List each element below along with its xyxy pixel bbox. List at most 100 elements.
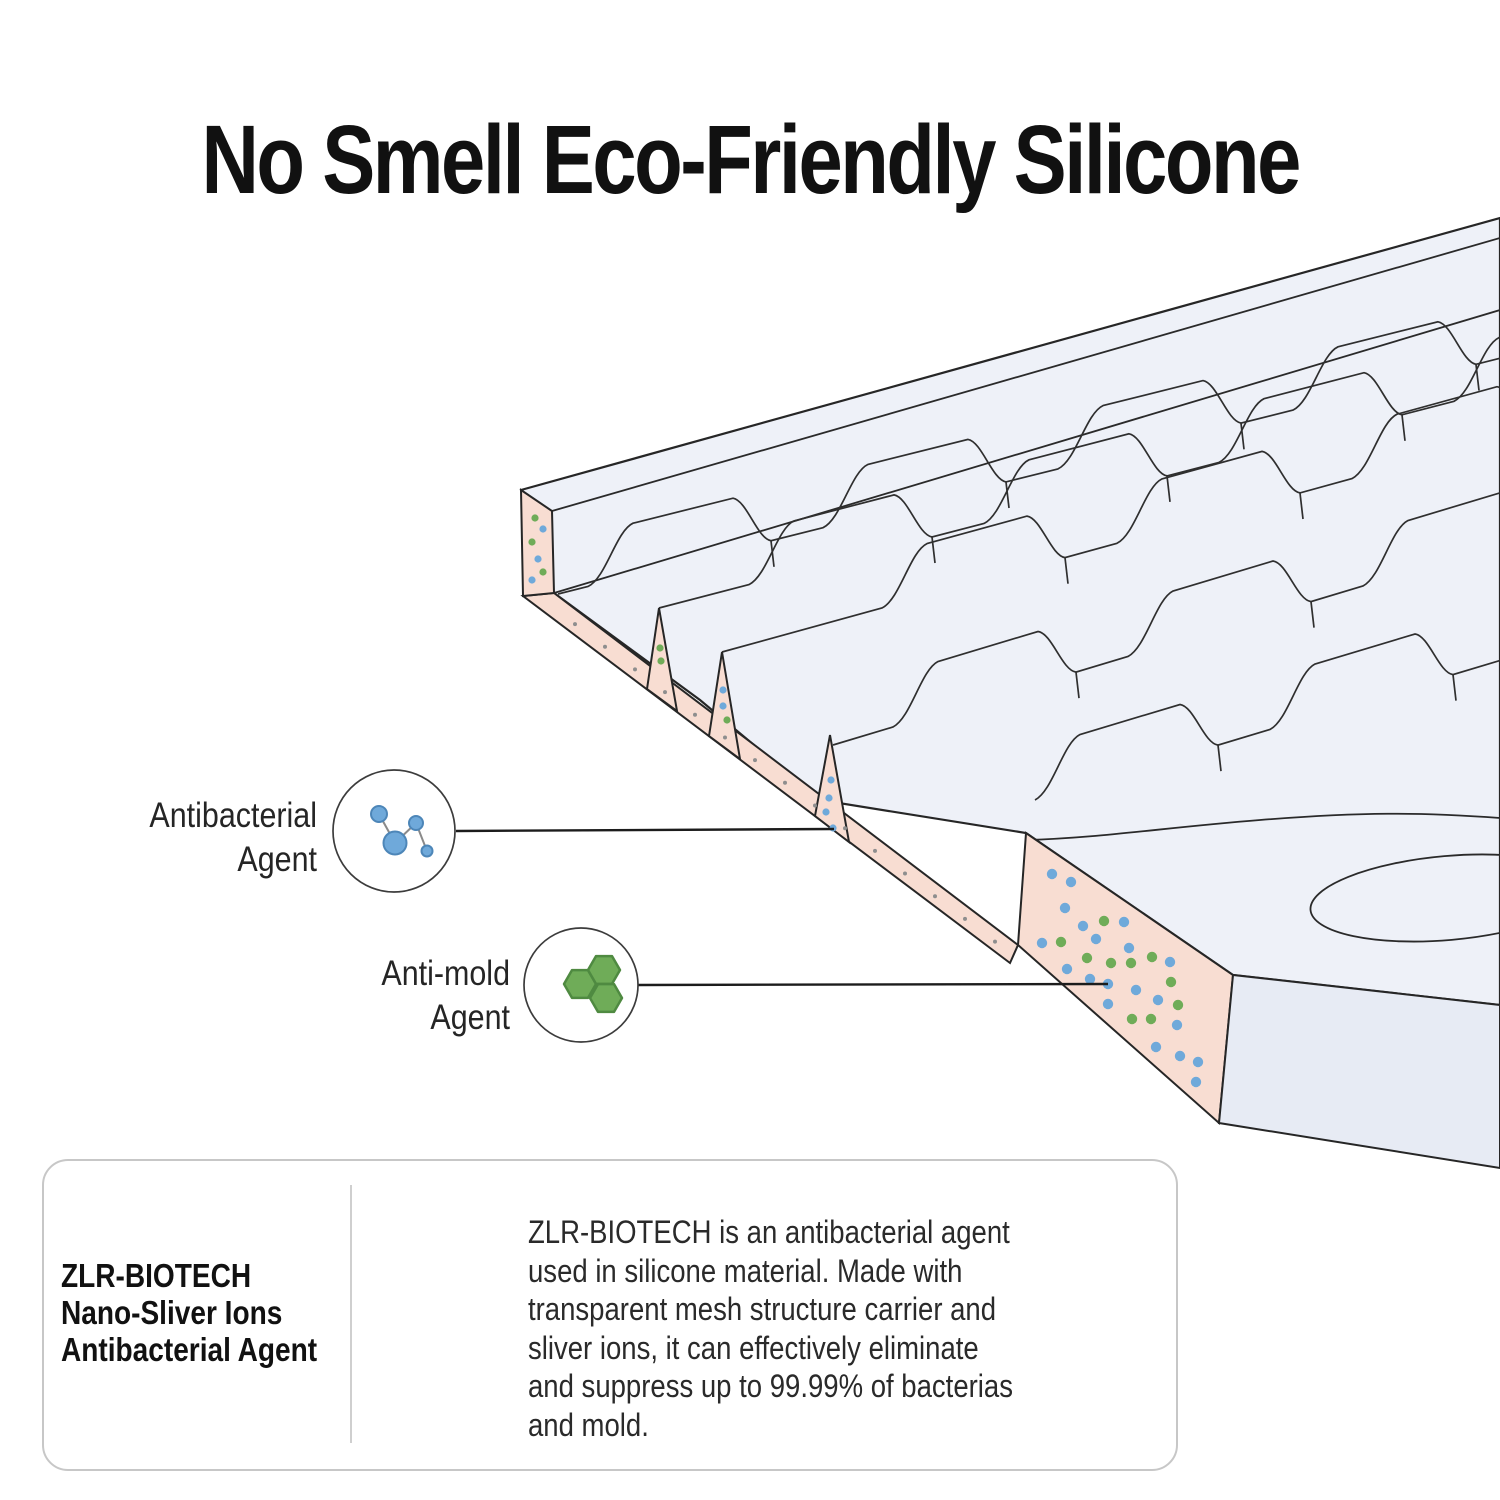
agent-particle: [656, 644, 664, 652]
strip-speckle: [903, 871, 907, 876]
strip-speckle: [843, 826, 847, 831]
agent-particle: [528, 538, 536, 546]
antibacterial-particle: [1192, 1056, 1204, 1068]
antibacterial-particle: [1036, 937, 1048, 949]
antibacterial-particle: [1130, 984, 1142, 996]
strip-speckle: [573, 622, 577, 627]
strip-speckle: [633, 667, 637, 672]
agent-particle: [822, 808, 830, 816]
agent-particle: [825, 794, 833, 802]
antibacterial-particle: [1190, 1076, 1202, 1088]
antibacterial-particle: [1164, 956, 1176, 968]
strip-speckle: [993, 939, 997, 944]
antibacterial-particle: [1061, 963, 1073, 975]
antibacterial-particle: [1046, 868, 1058, 880]
page-title-text: No Smell Eco-Friendly Silicone: [201, 105, 1301, 214]
left-cut-face: [519, 488, 556, 598]
agent-particle: [723, 716, 731, 724]
antibacterial-particle: [1174, 1050, 1186, 1062]
antimold-particle: [1055, 936, 1067, 948]
strip-speckle: [933, 894, 937, 899]
info-heading-line: ZLR-BIOTECH: [61, 1257, 252, 1294]
key-side-crease: [1064, 557, 1069, 584]
back-band-bottom-line: [553, 309, 1500, 594]
strip-speckle: [873, 848, 877, 853]
antimold-particle: [1081, 952, 1093, 964]
strip-speckle: [813, 803, 817, 808]
antimold-label: Anti-mold Agent: [249, 952, 510, 1040]
antimold-label-line1: Anti-mold: [381, 954, 510, 993]
antimold-particle: [1172, 999, 1184, 1011]
key-side-crease: [1299, 492, 1304, 520]
info-heading-line: Antibacterial Agent: [61, 1331, 318, 1368]
strip-speckle: [753, 758, 757, 763]
key-row-line: [557, 320, 1500, 595]
hexagon: [586, 954, 622, 986]
antibacterial-label-line2: Agent: [237, 840, 317, 879]
antibacterial-particle: [1123, 942, 1135, 954]
antimold-callout-line: [637, 982, 1109, 987]
info-box-divider: [350, 1185, 352, 1443]
strip-speckle: [693, 712, 697, 717]
key-side-crease: [1166, 475, 1171, 502]
antimold-particle: [1105, 957, 1117, 969]
antibacterial-label-line1: Antibacterial: [149, 796, 317, 835]
antimold-label-line2: Agent: [430, 998, 510, 1037]
info-description-line: sliver ions, it can effectively eliminat…: [528, 1329, 979, 1366]
key-side-crease: [1005, 481, 1010, 509]
antibacterial-particle: [1084, 973, 1096, 985]
antimold-particle: [1098, 915, 1110, 927]
antimold-particle: [1125, 957, 1137, 969]
page-title: No Smell Eco-Friendly Silicone: [0, 104, 1500, 216]
info-description-line: transparent mesh structure carrier and: [528, 1291, 997, 1327]
back-band-inner-line: [551, 237, 1500, 512]
antibacterial-particle: [1102, 998, 1114, 1010]
antibacterial-particle: [1065, 876, 1077, 888]
palm-rest-boundary: [1025, 812, 1500, 841]
key-side-crease: [770, 540, 775, 567]
hexagon: [588, 982, 624, 1014]
strip-speckle: [603, 644, 607, 649]
agent-particles: [528, 514, 1204, 1088]
antimold-particle: [1165, 976, 1177, 988]
antimold-particle: [1126, 1013, 1138, 1025]
front-right-face: [1217, 973, 1500, 1170]
agent-particle: [657, 657, 665, 665]
antibacterial-particle: [1150, 1041, 1162, 1053]
key-row-line: [1034, 562, 1500, 801]
key-side-crease: [1075, 672, 1080, 699]
info-description-line: and suppress up to 99.99% of bacterias: [528, 1368, 1013, 1404]
info-description-line: ZLR-BIOTECH is an antibacterial agent: [528, 1214, 1010, 1250]
strip-speckle: [663, 690, 667, 695]
antimold-badge: [523, 927, 639, 1043]
antimold-particle: [1145, 1013, 1157, 1025]
key-rows: [557, 310, 1500, 801]
info-heading: ZLR-BIOTECH Nano-Sliver Ions Antibacteri…: [61, 1257, 317, 1368]
key-row-line: [832, 489, 1500, 746]
info-description-line: used in silicone material. Made with: [528, 1252, 963, 1289]
trackpad-ellipse: [1309, 853, 1500, 943]
agent-particle: [528, 576, 536, 584]
antibacterial-particle: [1090, 933, 1102, 945]
agent-particle: [539, 525, 547, 533]
key-row-line: [658, 310, 1500, 609]
antibacterial-particle: [1118, 916, 1130, 928]
agent-particle: [719, 686, 727, 694]
info-description-line: and mold.: [528, 1406, 649, 1443]
key-side-crease: [1310, 601, 1315, 628]
info-description: ZLR-BIOTECH is an antibacterial agent us…: [528, 1213, 1013, 1444]
cover-top-surface: [519, 216, 1500, 1007]
agent-particle: [534, 555, 542, 563]
strip-speckle: [783, 780, 787, 785]
antibacterial-label: Antibacterial Agent: [56, 794, 317, 882]
agent-particle: [719, 702, 727, 710]
antibacterial-particle: [1077, 920, 1089, 932]
antibacterial-badge: [332, 769, 456, 893]
antibacterial-particle: [1171, 1019, 1183, 1031]
key-side-crease: [1240, 423, 1245, 450]
molecule-icon: [370, 805, 434, 858]
key-side-crease: [1401, 414, 1406, 441]
antibacterial-particle: [1059, 902, 1071, 914]
